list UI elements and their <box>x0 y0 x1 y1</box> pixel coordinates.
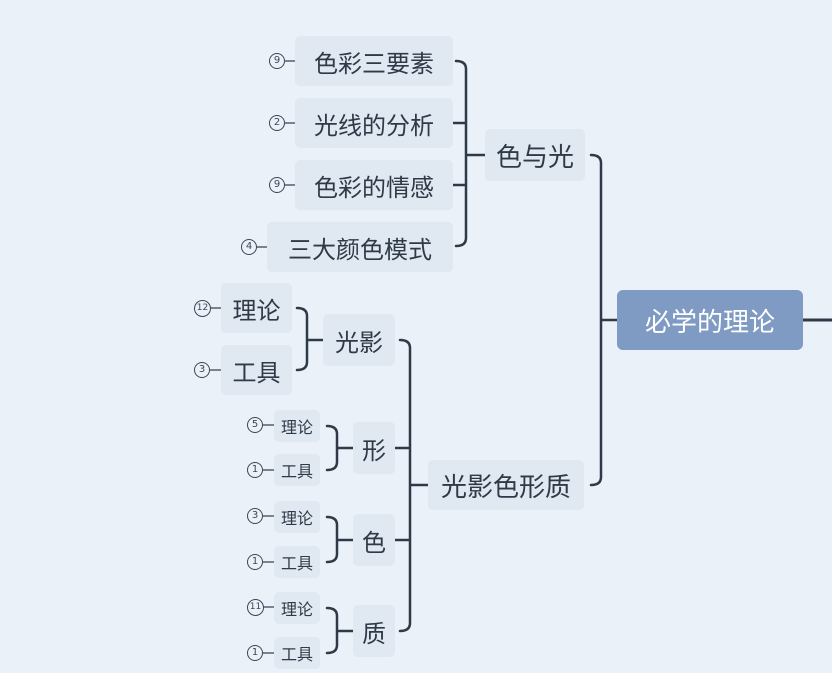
leaf-label: 工具 <box>280 554 313 573</box>
subtopic-node-form[interactable]: 形 <box>353 422 395 474</box>
branch-label: 光影色形质 <box>440 472 571 503</box>
count-badge[interactable]: 3 <box>194 362 210 378</box>
topic-node-color-elements[interactable]: 色彩三要素 <box>295 36 453 86</box>
leaf-node-theory[interactable]: 理论 <box>274 592 320 624</box>
leaf-label: 工具 <box>280 462 313 481</box>
leaf-node-tools[interactable]: 工具 <box>221 345 292 395</box>
count-badge[interactable]: 9 <box>269 177 285 193</box>
count-badge[interactable]: 12 <box>194 300 211 317</box>
root-node[interactable]: 必学的理论 <box>617 290 803 350</box>
count-badge[interactable]: 1 <box>247 645 263 661</box>
color-bracket <box>325 515 355 564</box>
count-badge[interactable]: 4 <box>241 239 257 255</box>
leaf-node-theory[interactable]: 理论 <box>274 501 320 533</box>
leaf-label: 工具 <box>232 358 281 387</box>
count-badge[interactable]: 2 <box>269 115 285 131</box>
branch-node-color-light[interactable]: 色与光 <box>485 129 585 181</box>
count-badge[interactable]: 11 <box>247 599 264 616</box>
leaf-node-tools[interactable]: 工具 <box>274 454 320 486</box>
branch-label: 色与光 <box>495 142 574 173</box>
form-bracket <box>325 424 355 472</box>
count-badge[interactable]: 9 <box>269 53 285 69</box>
subtopic-label: 光影 <box>335 328 383 357</box>
leaf-node-theory[interactable]: 理论 <box>221 283 292 333</box>
topic-label: 色彩的情感 <box>314 173 434 202</box>
leaf-node-tools[interactable]: 工具 <box>274 546 320 578</box>
leaf-label: 理论 <box>280 600 313 619</box>
subtopic-label: 质 <box>362 619 386 648</box>
texture-bracket <box>325 606 355 655</box>
leaf-label: 理论 <box>280 418 313 437</box>
leaf-label: 理论 <box>280 509 313 528</box>
subtopic-label: 色 <box>362 528 386 557</box>
light-shadow-bracket <box>295 306 325 372</box>
leaf-node-theory[interactable]: 理论 <box>274 410 320 442</box>
root-branch-bracket <box>589 153 619 487</box>
topic-node-color-modes[interactable]: 三大颜色模式 <box>267 222 453 272</box>
count-badge[interactable]: 1 <box>247 554 263 570</box>
topic-label: 光线的分析 <box>314 111 434 140</box>
leaf-node-tools[interactable]: 工具 <box>274 637 320 669</box>
topic-node-light-analysis[interactable]: 光线的分析 <box>295 98 453 148</box>
count-badge[interactable]: 5 <box>247 417 263 433</box>
leaf-label: 工具 <box>280 645 313 664</box>
leaf-label: 理论 <box>232 296 281 325</box>
branch-node-light-shadow-color-form-texture[interactable]: 光影色形质 <box>428 460 584 510</box>
subtopic-node-texture[interactable]: 质 <box>353 605 395 657</box>
form-branch-bracket <box>398 338 430 633</box>
subtopic-node-light-shadow[interactable]: 光影 <box>323 314 395 366</box>
count-badge[interactable]: 1 <box>247 462 263 478</box>
root-label: 必学的理论 <box>644 307 775 338</box>
count-badge[interactable]: 3 <box>247 508 263 524</box>
subtopic-label: 形 <box>362 436 386 465</box>
topic-node-color-emotion[interactable]: 色彩的情感 <box>295 160 453 210</box>
topic-label: 色彩三要素 <box>314 49 434 78</box>
topic-label: 三大颜色模式 <box>288 235 432 264</box>
subtopic-node-color[interactable]: 色 <box>353 514 395 566</box>
color-light-bracket <box>454 59 487 248</box>
